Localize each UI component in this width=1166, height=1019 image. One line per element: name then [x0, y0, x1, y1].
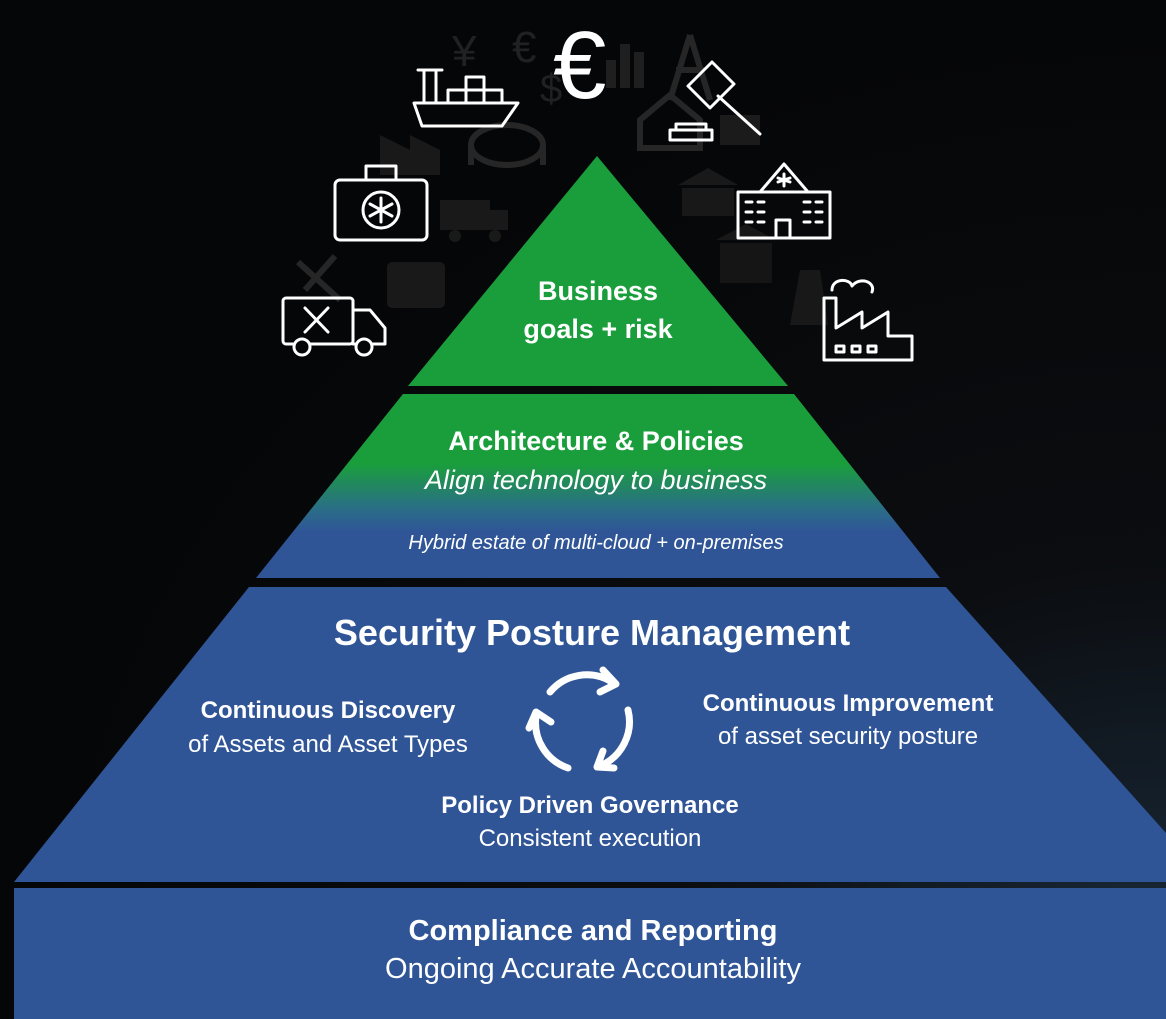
oil-rig-icon — [667, 34, 713, 101]
food-truck-icon — [281, 296, 387, 357]
tier-architecture-note: Hybrid estate of multi-cloud + on-premis… — [408, 532, 784, 554]
tier-posture-title: Security Posture Management — [333, 612, 851, 653]
foreground-icons: € — [281, 12, 914, 362]
cycle-arrows-icon — [525, 666, 633, 772]
hospital-icon — [736, 162, 832, 240]
tier-business-goals-line2: goals + risk — [523, 314, 673, 344]
tier-architecture-shape — [256, 394, 940, 578]
bank-icon-2 — [716, 224, 776, 283]
gavel-icon — [668, 60, 762, 142]
industry-icon — [380, 135, 440, 175]
tier-business-goals-shape — [408, 156, 788, 386]
discovery-subtitle: of Assets and Asset Types — [188, 731, 468, 758]
mining-icon — [295, 254, 343, 303]
bank-icon — [678, 168, 738, 216]
improvement-title: Continuous Improvement — [702, 690, 994, 717]
tier-compliance-subtitle: Ongoing Accurate Accountability — [385, 953, 801, 985]
tier-compliance-title: Compliance and Reporting — [408, 915, 778, 947]
governance-subtitle: Consistent execution — [478, 825, 702, 852]
tier-posture-shape — [14, 587, 1166, 882]
tier-architecture-title: Architecture & Policies — [448, 426, 744, 456]
dump-truck-icon — [440, 200, 508, 242]
tier-business-goals-line1: Business — [537, 276, 659, 306]
discovery-title: Continuous Discovery — [200, 697, 456, 724]
euro-icon: € — [553, 12, 606, 119]
stadium-icon — [468, 122, 546, 168]
medical-kit-icon — [333, 164, 429, 242]
euro-icon: € — [512, 23, 536, 72]
medical-kit-icon-bg — [387, 262, 445, 308]
tier-compliance-shape — [14, 888, 1166, 1019]
yen-icon: ¥ — [451, 27, 477, 76]
factory-icon — [822, 279, 914, 362]
cargo-ship-icon — [412, 68, 520, 128]
governance-title: Policy Driven Governance — [441, 792, 739, 819]
background-icons: ¥ € $ — [295, 23, 828, 325]
improvement-subtitle: of asset security posture — [717, 723, 979, 750]
dollar-icon: $ — [540, 67, 562, 111]
tier-architecture-subtitle: Align technology to business — [424, 465, 768, 495]
grid-building-icon — [720, 115, 760, 145]
bar-chart-icon — [606, 44, 644, 88]
barn-icon — [637, 91, 703, 151]
power-plant-icon — [790, 270, 828, 325]
